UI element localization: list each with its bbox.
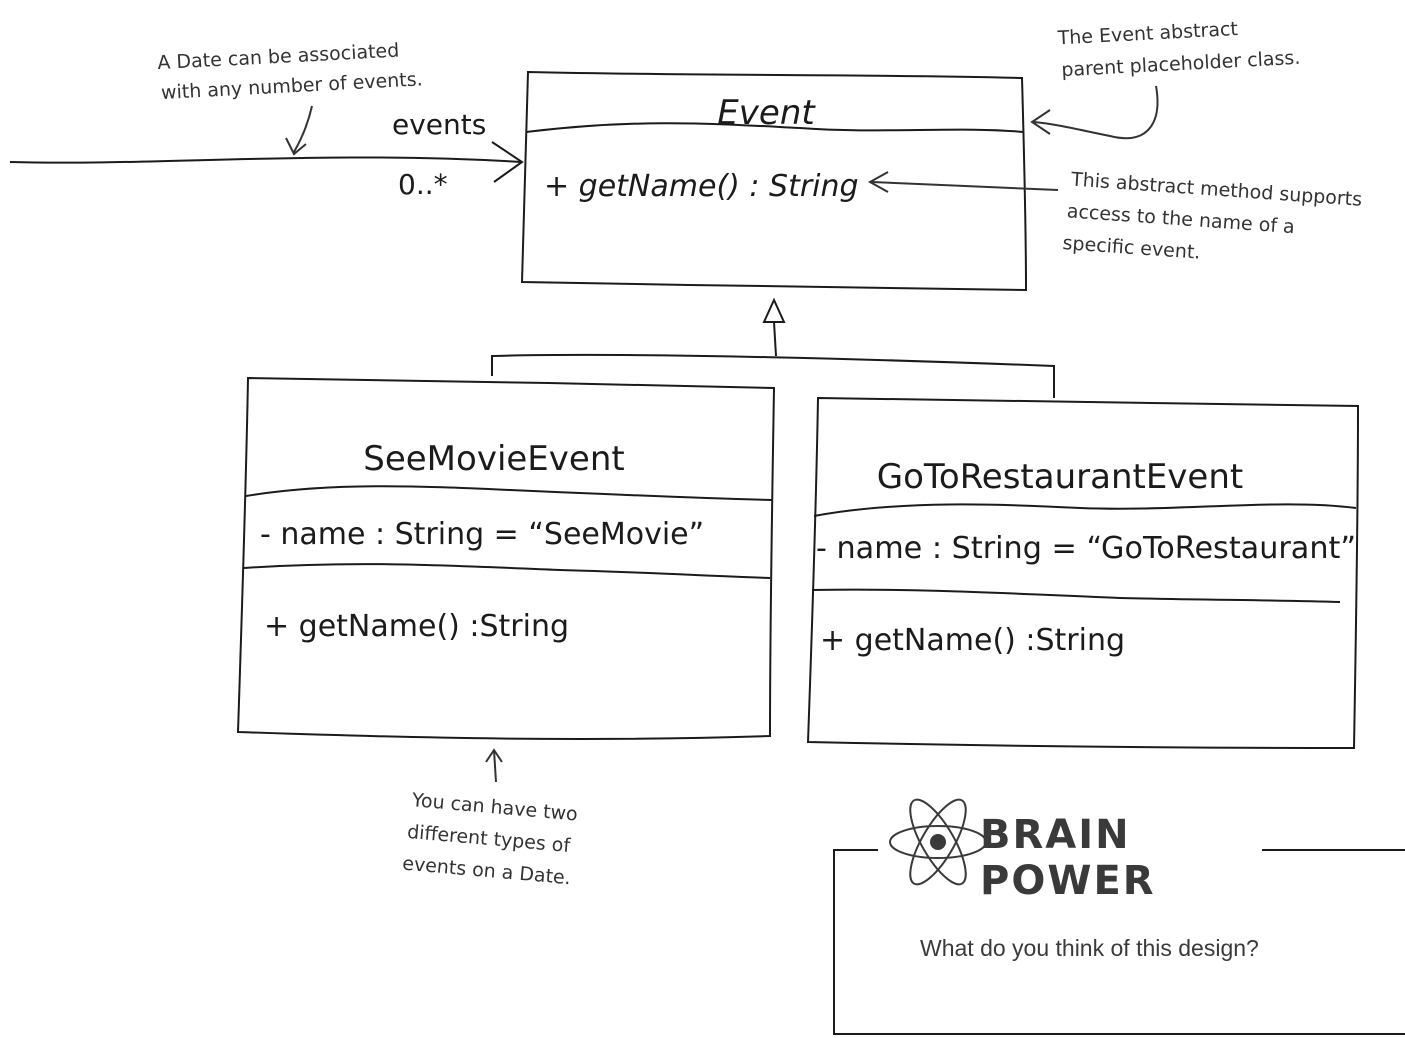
types-note-arrow (485, 748, 503, 783)
method-note-line-3: specific event. (1062, 232, 1201, 264)
see-movie-divider-1 (245, 485, 773, 501)
inheritance-branch (491, 353, 1055, 398)
parent-annotation: The Event abstract parent placeholder cl… (1056, 18, 1301, 81)
method-note-line-2: access to the name of a (1066, 200, 1295, 238)
inheritance-triangle (762, 297, 786, 323)
brain-power-question: What do you think of this design? (920, 935, 1259, 961)
date-note-arrow (285, 105, 313, 156)
brain-power-title-line-1: BRAIN (980, 812, 1131, 858)
see-movie-event-class: SeeMovieEvent - name : String = “SeeMovi… (236, 376, 776, 740)
event-class-divider (525, 122, 1025, 133)
events-association: events 0..* (9, 108, 524, 201)
parent-note-line-2: parent placeholder class. (1061, 47, 1301, 81)
method-annotation: This abstract method supports access to … (1062, 168, 1363, 264)
brain-power-title-line-2: POWER (980, 858, 1156, 904)
see-movie-divider-2 (243, 563, 771, 579)
go-to-restaurant-divider-2 (811, 588, 1341, 603)
types-note-line-2: different types of (406, 821, 572, 857)
event-class-name: Event (717, 93, 816, 133)
see-movie-class-box (236, 376, 776, 740)
association-role: events (392, 108, 486, 141)
atom-icon (889, 798, 987, 886)
types-note-line-3: events on a Date. (401, 853, 571, 890)
parent-note-line-1: The Event abstract (1056, 18, 1238, 49)
see-movie-class-name: SeeMovieEvent (363, 439, 624, 479)
brain-power-frame (833, 849, 1405, 1035)
association-line (9, 156, 523, 164)
association-multiplicity: 0..* (398, 168, 448, 201)
date-note-line-1: A Date can be associated (157, 40, 400, 75)
go-to-restaurant-divider-1 (813, 503, 1357, 517)
types-annotation: You can have two different types of even… (401, 789, 579, 890)
event-method: + getName() : String (544, 169, 859, 204)
go-to-restaurant-class-box (806, 396, 1360, 750)
brain-power-box: BRAIN POWER What do you think of this de… (833, 798, 1405, 1035)
event-class: Event + getName() : String (520, 70, 1028, 292)
types-note-line-1: You can have two (410, 789, 579, 825)
see-movie-method: + getName() :String (264, 609, 569, 644)
see-movie-attribute: - name : String = “SeeMovie” (260, 517, 704, 552)
go-to-restaurant-method: + getName() :String (820, 623, 1125, 658)
go-to-restaurant-event-class: GoToRestaurantEvent - name : String = “G… (806, 396, 1360, 750)
inheritance-connector (491, 297, 1055, 398)
go-to-restaurant-class-name: GoToRestaurantEvent (877, 457, 1243, 497)
date-note-line-2: with any number of events. (160, 68, 423, 104)
date-annotation: A Date can be associated with any number… (157, 40, 423, 104)
parent-note-arrow (1030, 85, 1159, 140)
association-arrowhead (491, 141, 524, 183)
event-class-box (520, 70, 1028, 292)
inheritance-stem (773, 321, 777, 357)
method-note-arrow (867, 171, 1059, 193)
go-to-restaurant-attribute: - name : String = “GoToRestaurant” (816, 531, 1356, 566)
